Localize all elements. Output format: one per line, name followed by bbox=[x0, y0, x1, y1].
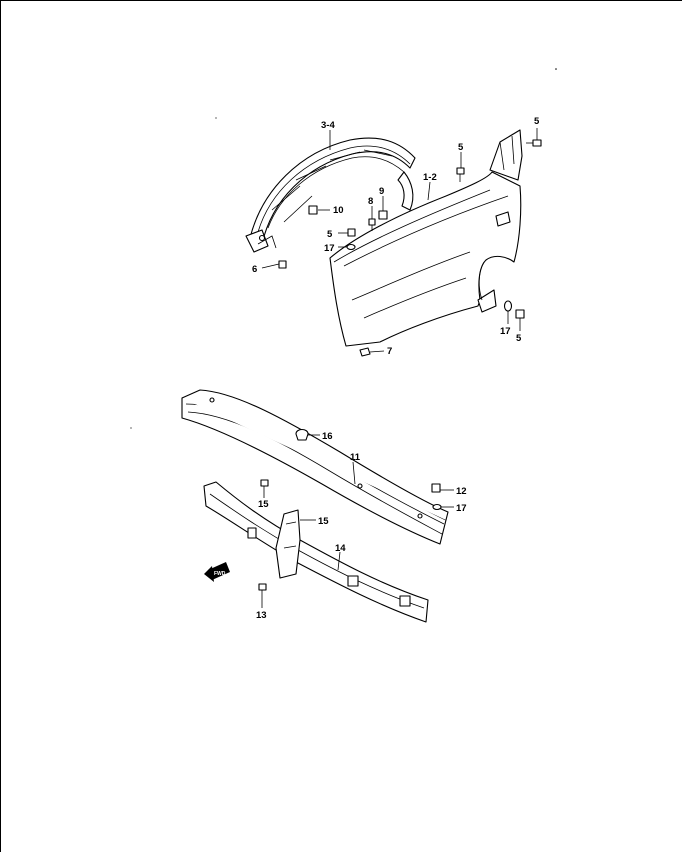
callout-5-left: 5 bbox=[327, 229, 333, 240]
scan-dot bbox=[555, 68, 557, 70]
callout-8: 8 bbox=[368, 196, 373, 207]
fwd-badge-text: FWD bbox=[214, 571, 226, 577]
callout-15-upper: 15 bbox=[258, 499, 269, 510]
leader-lines bbox=[261, 128, 538, 608]
callout-16: 16 bbox=[322, 431, 333, 442]
scan-dot bbox=[215, 117, 217, 119]
front-direction-arrow-icon: FWD bbox=[204, 562, 230, 582]
callout-labels: 3-4 1-2 5 5 5 5 6 7 8 9 10 17 17 17 16 1… bbox=[252, 116, 540, 621]
callout-15-lower: 13 bbox=[256, 610, 267, 621]
callout-12: 12 bbox=[456, 486, 467, 497]
callout-7: 7 bbox=[387, 346, 392, 357]
callout-5-top-right: 5 bbox=[534, 116, 540, 127]
center-bracket bbox=[275, 509, 301, 579]
callout-17-bottom: 17 bbox=[456, 503, 467, 514]
radiator-support-member bbox=[203, 481, 429, 623]
bumper-reinforcement bbox=[181, 389, 449, 545]
callout-5-fender: 5 bbox=[458, 142, 464, 153]
callout-17-left: 17 bbox=[324, 243, 335, 254]
callout-10: 10 bbox=[333, 205, 344, 216]
scan-dot bbox=[130, 427, 132, 429]
callout-1-2: 1-2 bbox=[423, 172, 437, 183]
callout-14: 15 bbox=[318, 516, 329, 527]
fender-liner bbox=[245, 137, 416, 253]
callout-3-4: 3-4 bbox=[321, 120, 335, 131]
callout-6: 6 bbox=[252, 264, 257, 275]
callout-5-right: 5 bbox=[516, 333, 522, 344]
front-fender bbox=[329, 129, 523, 347]
callout-17-right: 17 bbox=[500, 326, 511, 337]
callout-9: 9 bbox=[379, 186, 384, 197]
callout-11: 11 bbox=[350, 452, 361, 463]
fasteners-bottom bbox=[258, 428, 442, 598]
callout-13: 14 bbox=[335, 543, 346, 554]
